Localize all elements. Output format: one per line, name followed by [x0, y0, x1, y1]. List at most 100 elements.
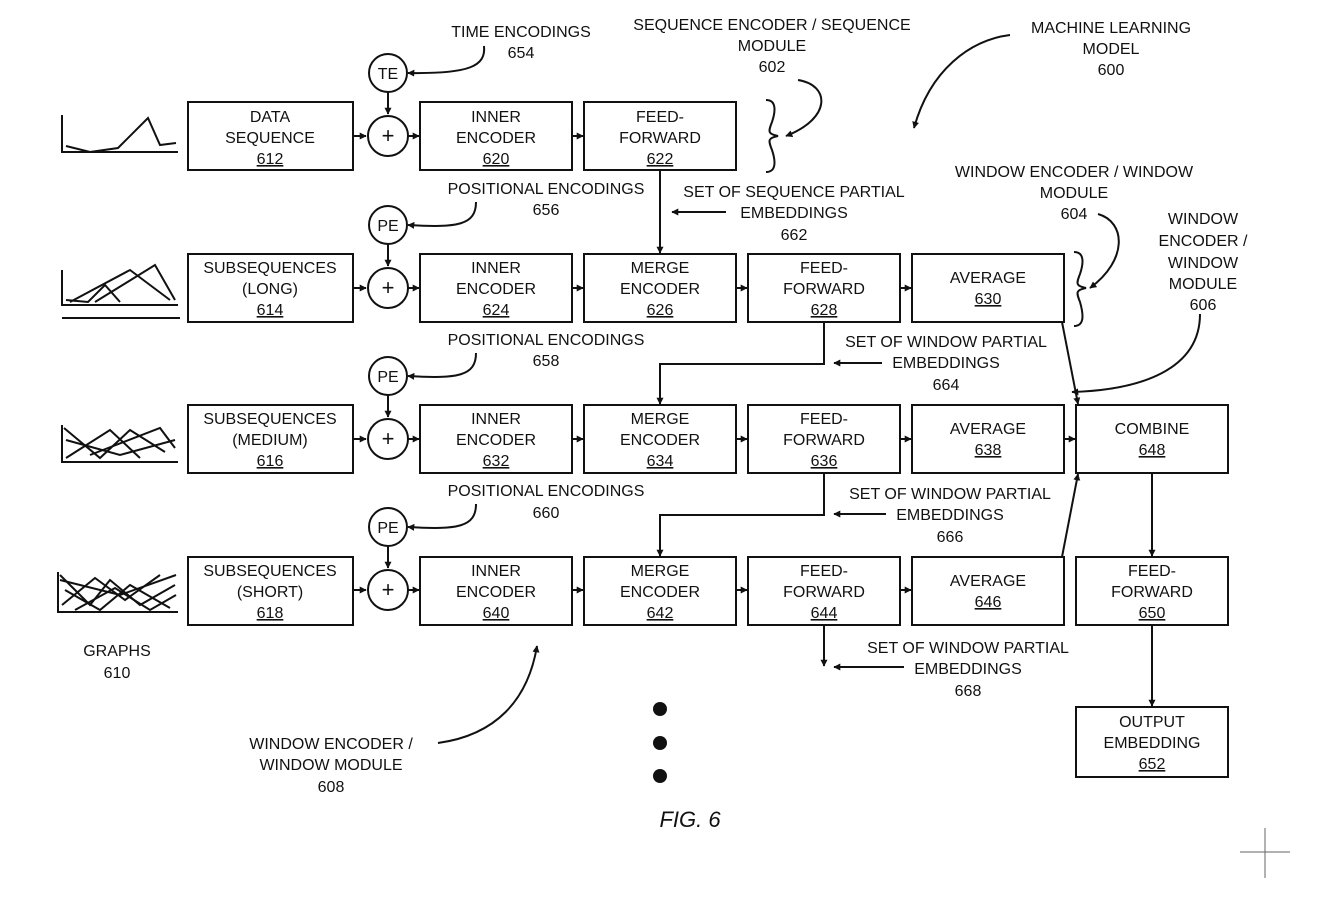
- callout-660-arrow: [408, 504, 476, 528]
- subsequences-long-line1: SUBSEQUENCES: [203, 260, 336, 277]
- feed-forward-622-line1: FEED-: [636, 109, 684, 126]
- sequence-encoder-ref: 602: [759, 59, 786, 76]
- combine-648-label: COMBINE: [1115, 421, 1190, 438]
- callout-608-arrow: [438, 646, 537, 743]
- window-encoder-608-label-line2: WINDOW MODULE: [259, 757, 402, 774]
- figure-caption: FIG. 6: [659, 807, 721, 832]
- merge-encoder-634-ref: 634: [647, 453, 674, 470]
- feed-forward-650-line2: FORWARD: [1111, 584, 1193, 601]
- subsequences-long-line2: (LONG): [242, 281, 298, 298]
- merge-encoder-634-line1: MERGE: [631, 411, 690, 428]
- merge-encoder-642-line1: MERGE: [631, 563, 690, 580]
- feed-forward-636-ref: 636: [811, 453, 838, 470]
- average-box-630: [912, 254, 1064, 322]
- graphs-label: GRAPHS: [83, 643, 151, 660]
- window-encoder-606-label-line2: ENCODER /: [1159, 233, 1248, 250]
- ellipsis-dot-2: [653, 736, 667, 750]
- subsequences-short-line2: (SHORT): [237, 584, 303, 601]
- sum-plus-row1: +: [382, 123, 395, 148]
- arrow-646-to-648: [1062, 474, 1078, 557]
- positional-encodings-658-ref: 658: [533, 353, 560, 370]
- sequence-encoder-label-line2: MODULE: [738, 38, 806, 55]
- sum-plus-row2: +: [382, 275, 395, 300]
- subsequences-medium-ref: 616: [257, 453, 284, 470]
- inner-encoder-620-line2: ENCODER: [456, 130, 536, 147]
- sequence-encoder-label-line1: SEQUENCE ENCODER / SEQUENCE: [633, 17, 910, 34]
- time-encoding-circle-label: TE: [378, 66, 398, 83]
- sequence-partial-label-line2: EMBEDDINGS: [740, 205, 848, 222]
- average-638-ref: 638: [975, 442, 1002, 459]
- feed-forward-628-line2: FORWARD: [783, 281, 865, 298]
- feed-forward-650-line1: FEED-: [1128, 563, 1176, 580]
- inner-encoder-632-line1: INNER: [471, 411, 521, 428]
- window-partial-666-ref: 666: [937, 529, 964, 546]
- callout-604-arrow: [1090, 214, 1119, 288]
- window-encoder-606-ref: 606: [1190, 297, 1217, 314]
- feed-forward-628-line1: FEED-: [800, 260, 848, 277]
- sum-plus-row3: +: [382, 426, 395, 451]
- average-box-646: [912, 557, 1064, 625]
- window-encoder-604-label-line1: WINDOW ENCODER / WINDOW: [955, 164, 1194, 181]
- inner-encoder-632-ref: 632: [483, 453, 510, 470]
- average-630-label: AVERAGE: [950, 270, 1026, 287]
- positional-encodings-656-label: POSITIONAL ENCODINGS: [448, 181, 645, 198]
- sequence-partial-label-line1: SET OF SEQUENCE PARTIAL: [683, 184, 904, 201]
- merge-encoder-634-line2: ENCODER: [620, 432, 700, 449]
- ellipsis-dot-3: [653, 769, 667, 783]
- graph-long-subsequences: [62, 265, 180, 318]
- average-646-ref: 646: [975, 594, 1002, 611]
- feed-forward-636-line1: FEED-: [800, 411, 848, 428]
- feed-forward-644-line2: FORWARD: [783, 584, 865, 601]
- positional-encoding-circle-1-label: PE: [377, 218, 398, 235]
- positional-encoding-circle-2-label: PE: [377, 369, 398, 386]
- inner-encoder-632-line2: ENCODER: [456, 432, 536, 449]
- average-630-ref: 630: [975, 291, 1002, 308]
- merge-encoder-626-line2: ENCODER: [620, 281, 700, 298]
- graph-short-subsequences: [58, 572, 178, 612]
- window-partial-668-label-line2: EMBEDDINGS: [914, 661, 1022, 678]
- subsequences-medium-line2: (MEDIUM): [232, 432, 308, 449]
- inner-encoder-640-line2: ENCODER: [456, 584, 536, 601]
- window-partial-664-label-line1: SET OF WINDOW PARTIAL: [845, 334, 1047, 351]
- window-encoder-606-label-line4: MODULE: [1169, 276, 1237, 293]
- brace-602: [766, 100, 778, 172]
- feed-forward-644-line1: FEED-: [800, 563, 848, 580]
- merge-encoder-626-line1: MERGE: [631, 260, 690, 277]
- inner-encoder-620-line1: INNER: [471, 109, 521, 126]
- window-partial-668-label-line1: SET OF WINDOW PARTIAL: [867, 640, 1069, 657]
- callout-600-arrow: [914, 35, 1010, 128]
- inner-encoder-624-ref: 624: [483, 302, 510, 319]
- merge-encoder-626-ref: 626: [647, 302, 674, 319]
- positional-encoding-circle-3-label: PE: [377, 520, 398, 537]
- window-partial-664-ref: 664: [933, 377, 960, 394]
- inner-encoder-640-ref: 640: [483, 605, 510, 622]
- window-partial-666-label-line1: SET OF WINDOW PARTIAL: [849, 486, 1051, 503]
- sum-plus-row4: +: [382, 577, 395, 602]
- window-partial-668-ref: 668: [955, 683, 982, 700]
- positional-encodings-660-ref: 660: [533, 505, 560, 522]
- inner-encoder-624-line2: ENCODER: [456, 281, 536, 298]
- inner-encoder-620-ref: 620: [483, 151, 510, 168]
- time-encodings-ref: 654: [508, 45, 535, 62]
- combine-box-648: [1076, 405, 1228, 473]
- graph-data-sequence: [62, 115, 178, 152]
- callout-602-arrow: [786, 80, 821, 136]
- feed-forward-622-line2: FORWARD: [619, 130, 701, 147]
- average-box-638: [912, 405, 1064, 473]
- ml-model-label-line1: MACHINE LEARNING: [1031, 20, 1191, 37]
- output-embedding-line2: EMBEDDING: [1104, 735, 1201, 752]
- subsequences-long-ref: 614: [257, 302, 284, 319]
- combine-648-ref: 648: [1139, 442, 1166, 459]
- brace-604: [1074, 252, 1086, 326]
- data-sequence-line2: SEQUENCE: [225, 130, 315, 147]
- arrow-628-to-634: [660, 322, 824, 404]
- ml-model-ref: 600: [1098, 62, 1125, 79]
- arrow-636-to-642: [660, 473, 824, 556]
- subsequences-short-line1: SUBSEQUENCES: [203, 563, 336, 580]
- inner-encoder-624-line1: INNER: [471, 260, 521, 277]
- output-embedding-line1: OUTPUT: [1119, 714, 1185, 731]
- positional-encodings-656-ref: 656: [533, 202, 560, 219]
- feed-forward-628-ref: 628: [811, 302, 838, 319]
- window-encoder-604-ref: 604: [1061, 206, 1088, 223]
